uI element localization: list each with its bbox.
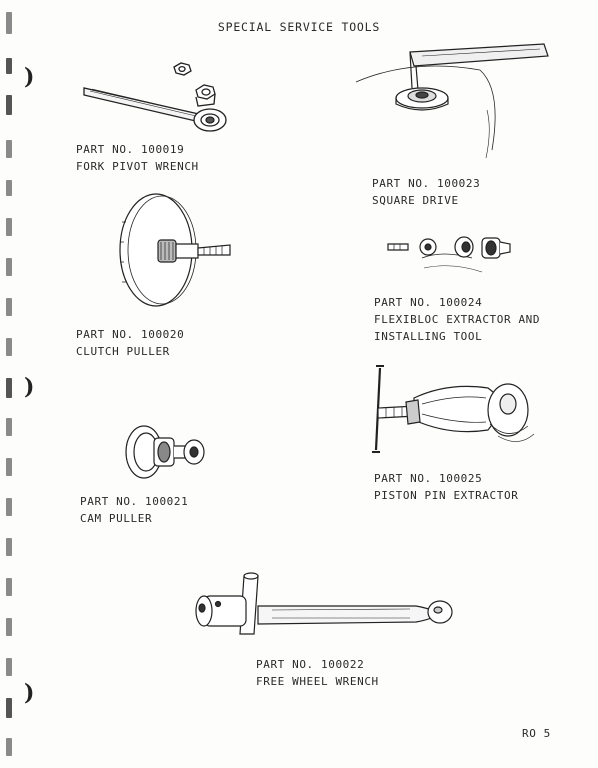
binding-mark (6, 738, 12, 756)
binding-hole: ) (24, 64, 35, 90)
part-number: PART NO. 100022 (256, 658, 365, 671)
binding-mark (6, 218, 12, 236)
binding-mark (6, 698, 12, 718)
part-name: PISTON PIN EXTRACTOR (374, 489, 519, 502)
binding-mark (6, 658, 12, 676)
binding-mark (6, 618, 12, 636)
binding-mark (6, 95, 12, 115)
page-title: SPECIAL SERVICE TOOLS (217, 20, 381, 34)
square-drive-illustration (352, 40, 552, 165)
part-name: FREE WHEEL WRENCH (256, 675, 379, 688)
binding-hole: ) (24, 680, 35, 706)
binding-mark (6, 418, 12, 436)
part-name: INSTALLING TOOL (374, 330, 483, 343)
binding-hole: ) (24, 374, 35, 400)
piston-pin-extractor-illustration (358, 364, 538, 460)
binding-mark (6, 180, 12, 196)
cam-puller-illustration (120, 424, 220, 484)
part-name: CLUTCH PULLER (76, 345, 170, 358)
page-label: RO 5 (522, 727, 551, 740)
part-number: PART NO. 100025 (374, 472, 483, 485)
part-number: PART NO. 100019 (76, 143, 185, 156)
binding-mark (6, 258, 12, 276)
binding-mark (6, 140, 12, 158)
free-wheel-wrench-illustration (188, 568, 456, 642)
part-number: PART NO. 100024 (374, 296, 483, 309)
part-name: FLEXIBLOC EXTRACTOR AND (374, 313, 541, 326)
clutch-puller-illustration (112, 192, 242, 312)
binding-mark (6, 12, 12, 34)
part-name: CAM PULLER (80, 512, 153, 525)
part-number: PART NO. 100021 (80, 495, 189, 508)
part-number: PART NO. 100020 (76, 328, 185, 341)
flexibloc-extractor-illustration (382, 228, 522, 278)
binding-mark (6, 498, 12, 516)
binding-mark (6, 58, 12, 74)
binding-mark (6, 538, 12, 556)
part-number: PART NO. 100023 (372, 177, 481, 190)
binding-mark (6, 578, 12, 596)
binding-mark (6, 338, 12, 356)
part-name: FORK PIVOT WRENCH (76, 160, 199, 173)
part-name: SQUARE DRIVE (372, 194, 459, 207)
binding-mark (6, 298, 12, 316)
binding-mark (6, 378, 12, 398)
fork-pivot-wrench-illustration (80, 58, 240, 140)
binding-mark (6, 458, 12, 476)
